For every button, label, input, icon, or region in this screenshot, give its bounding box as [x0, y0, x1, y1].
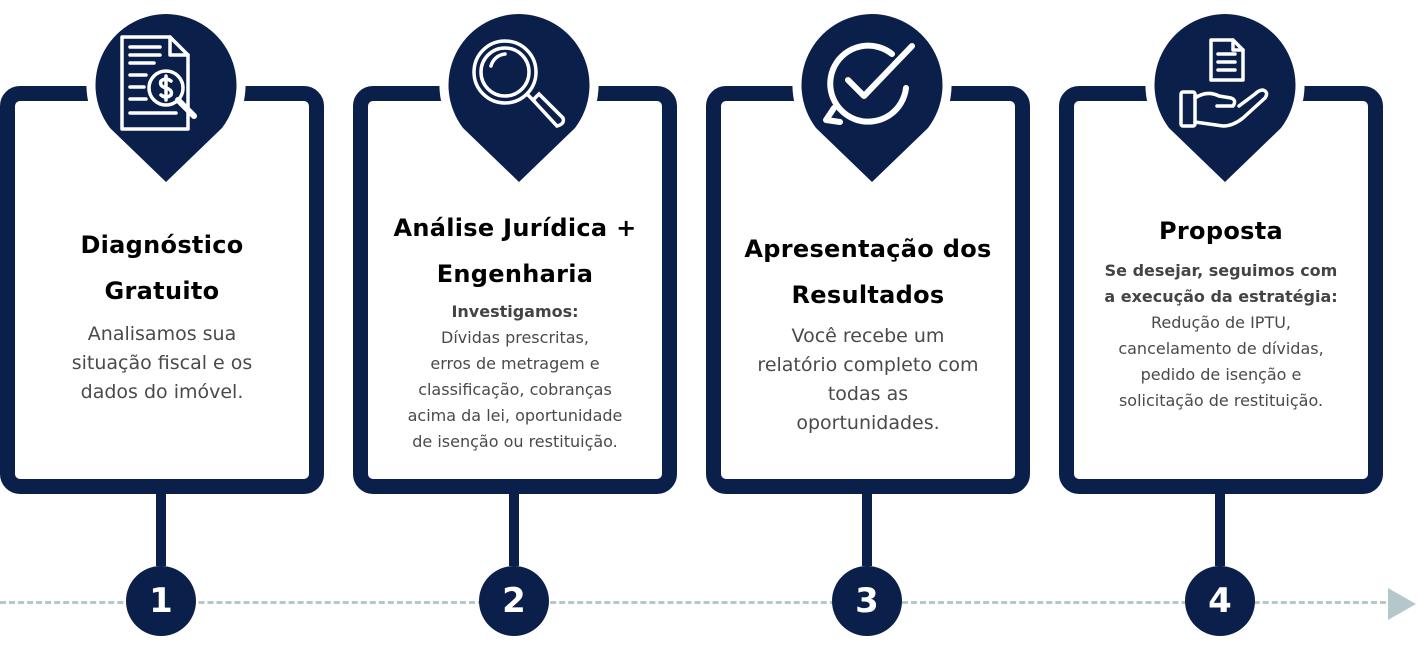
- step-card: [0, 86, 324, 494]
- step-4: Proposta Se desejar, seguimos com a exec…: [1059, 0, 1383, 645]
- step-2: Análise Jurídica + Engenharia Investigam…: [353, 0, 677, 645]
- step-number-badge: 3: [832, 566, 902, 636]
- step-card: [706, 86, 1030, 494]
- step-1: Diagnóstico Gratuito Analisamos sua situ…: [0, 0, 324, 645]
- step-number-badge: 2: [479, 566, 549, 636]
- step-pin: [434, 0, 604, 194]
- step-description: Redução de IPTU, cancelamento de dívidas…: [1118, 313, 1324, 410]
- step-content: Proposta Se desejar, seguimos com a exec…: [1074, 208, 1368, 414]
- step-description: Você recebe um relatório completo com to…: [757, 325, 979, 434]
- step-number-badge: 4: [1185, 566, 1255, 636]
- step-content: Análise Jurídica + Engenharia Investigam…: [368, 205, 662, 455]
- step-connector: [509, 494, 519, 566]
- timeline-arrow-icon: [1388, 588, 1416, 620]
- hand-document-icon: [1179, 38, 1269, 128]
- step-description: Dívidas prescritas, erros de metragem e …: [407, 328, 623, 451]
- step-number-badge: 1: [126, 566, 196, 636]
- step-connector: [1215, 494, 1225, 566]
- step-title: Apresentação dos Resultados: [744, 235, 992, 309]
- step-content: Apresentação dos Resultados Você recebe …: [721, 226, 1015, 438]
- step-connector: [156, 494, 166, 566]
- step-pin: [787, 0, 957, 194]
- step-connector: [862, 494, 872, 566]
- check-circle-icon: [823, 42, 915, 125]
- timeline-dashed-line: [0, 601, 1395, 604]
- step-pin: [81, 0, 251, 194]
- document-dollar-search-icon: [120, 35, 197, 131]
- step-title: Diagnóstico Gratuito: [80, 231, 244, 305]
- step-3: Apresentação dos Resultados Você recebe …: [706, 0, 1030, 645]
- magnifying-glass-icon: [472, 39, 566, 128]
- step-content: Diagnóstico Gratuito Analisamos sua situ…: [15, 222, 309, 407]
- step-title: Proposta: [1159, 217, 1283, 245]
- step-pin: [1140, 0, 1310, 194]
- step-lead-text: Se desejar, seguimos com a execução da e…: [1104, 261, 1338, 306]
- step-description: Analisamos sua situação fiscal e os dado…: [71, 323, 253, 403]
- step-lead-text: Investigamos:: [451, 302, 579, 321]
- step-title: Análise Jurídica + Engenharia: [393, 214, 637, 288]
